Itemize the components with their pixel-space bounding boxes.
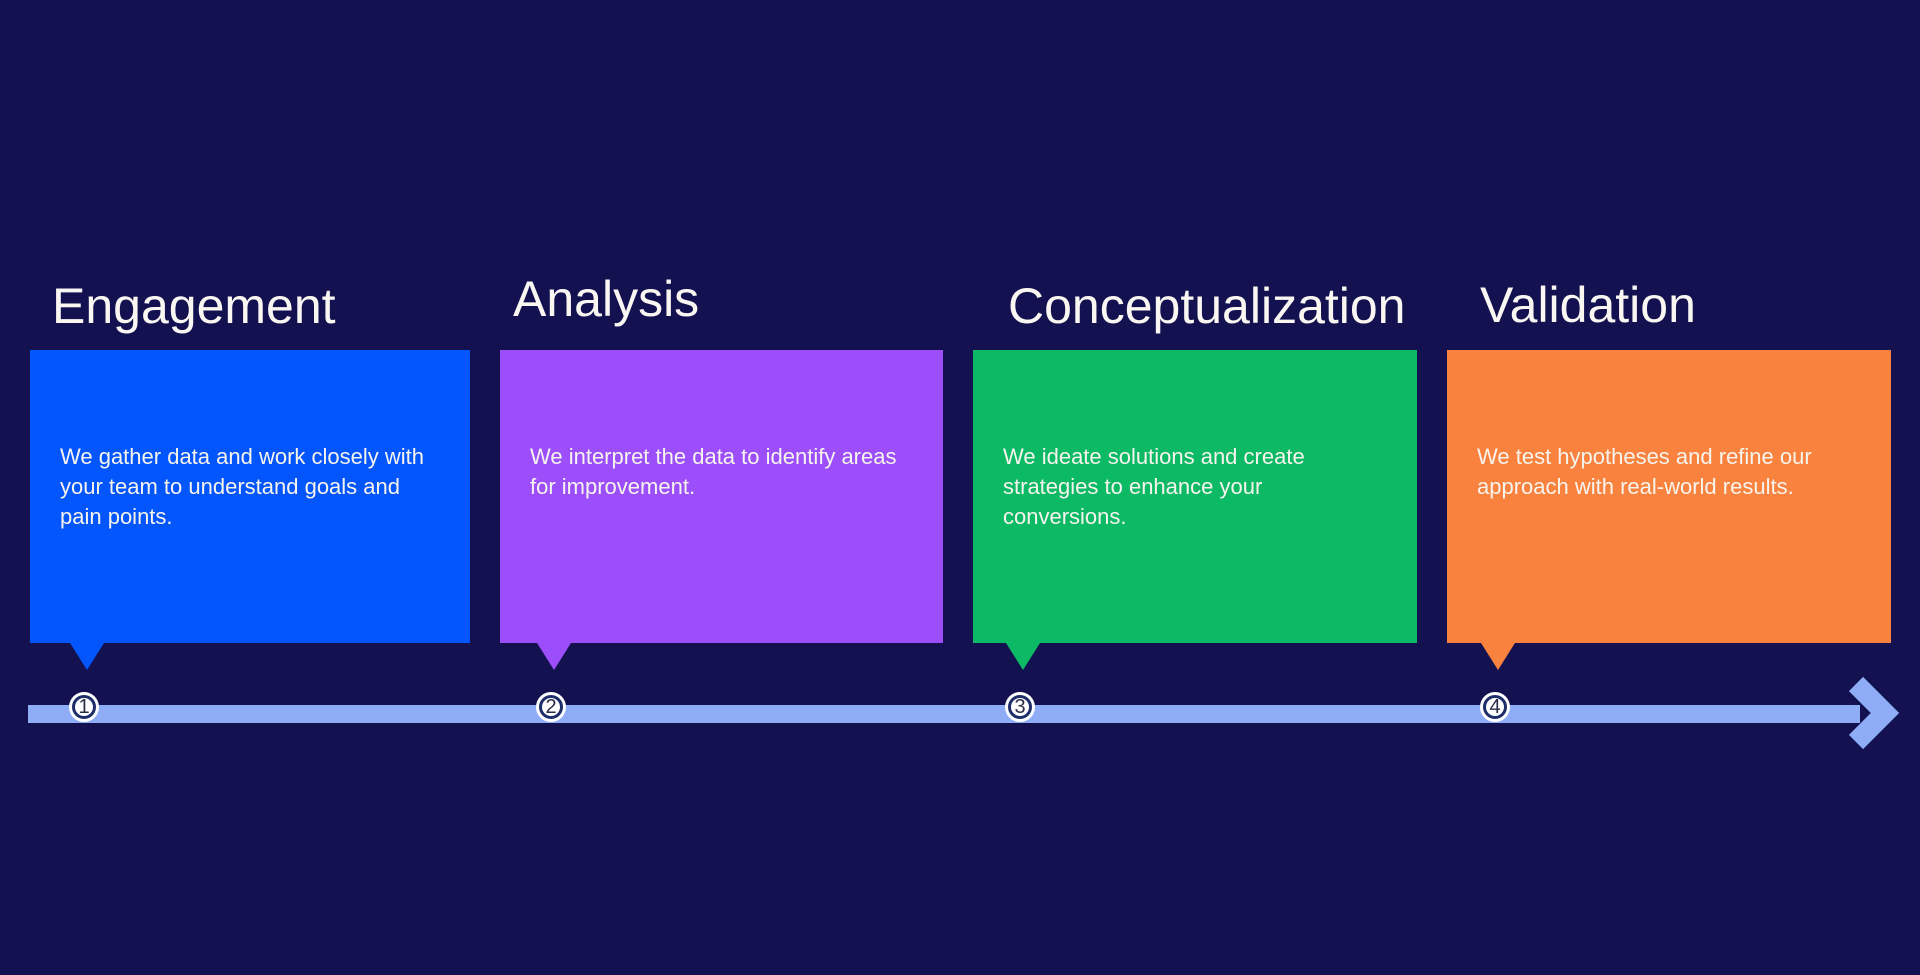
arrowhead-chevron [1848, 676, 1900, 750]
card-tail-pointer [537, 643, 571, 670]
step-card-conceptualization: We ideate solutions and create strategie… [973, 350, 1417, 643]
step-card-validation: We test hypotheses and refine our approa… [1447, 350, 1891, 643]
step-description: We ideate solutions and create strategie… [1003, 444, 1305, 529]
arrow-right-icon [1848, 676, 1900, 750]
step-description: We interpret the data to identify areas … [530, 444, 897, 499]
timeline-marker-2: 2 [539, 695, 563, 719]
step-title-analysis: Analysis [513, 271, 700, 327]
card-tail-pointer [1481, 643, 1515, 670]
step-title-validation: Validation [1480, 277, 1696, 333]
step-description: We gather data and work closely with you… [60, 444, 424, 529]
timeline-marker-1: 1 [72, 695, 96, 719]
step-card-engagement: We gather data and work closely with you… [30, 350, 470, 643]
step-card-analysis: We interpret the data to identify areas … [500, 350, 943, 643]
timeline-bar [28, 705, 1860, 723]
marker-number: 1 [78, 695, 90, 718]
marker-number: 2 [545, 695, 557, 718]
card-tail-pointer [70, 643, 104, 670]
timeline-marker-4: 4 [1483, 695, 1507, 719]
step-description: We test hypotheses and refine our approa… [1477, 444, 1812, 499]
step-title-engagement: Engagement [52, 278, 336, 334]
card-tail-pointer [1006, 643, 1040, 670]
step-title-conceptualization: Conceptualization [1008, 278, 1406, 334]
marker-number: 4 [1489, 695, 1501, 718]
marker-number: 3 [1014, 695, 1026, 718]
timeline-marker-3: 3 [1008, 695, 1032, 719]
